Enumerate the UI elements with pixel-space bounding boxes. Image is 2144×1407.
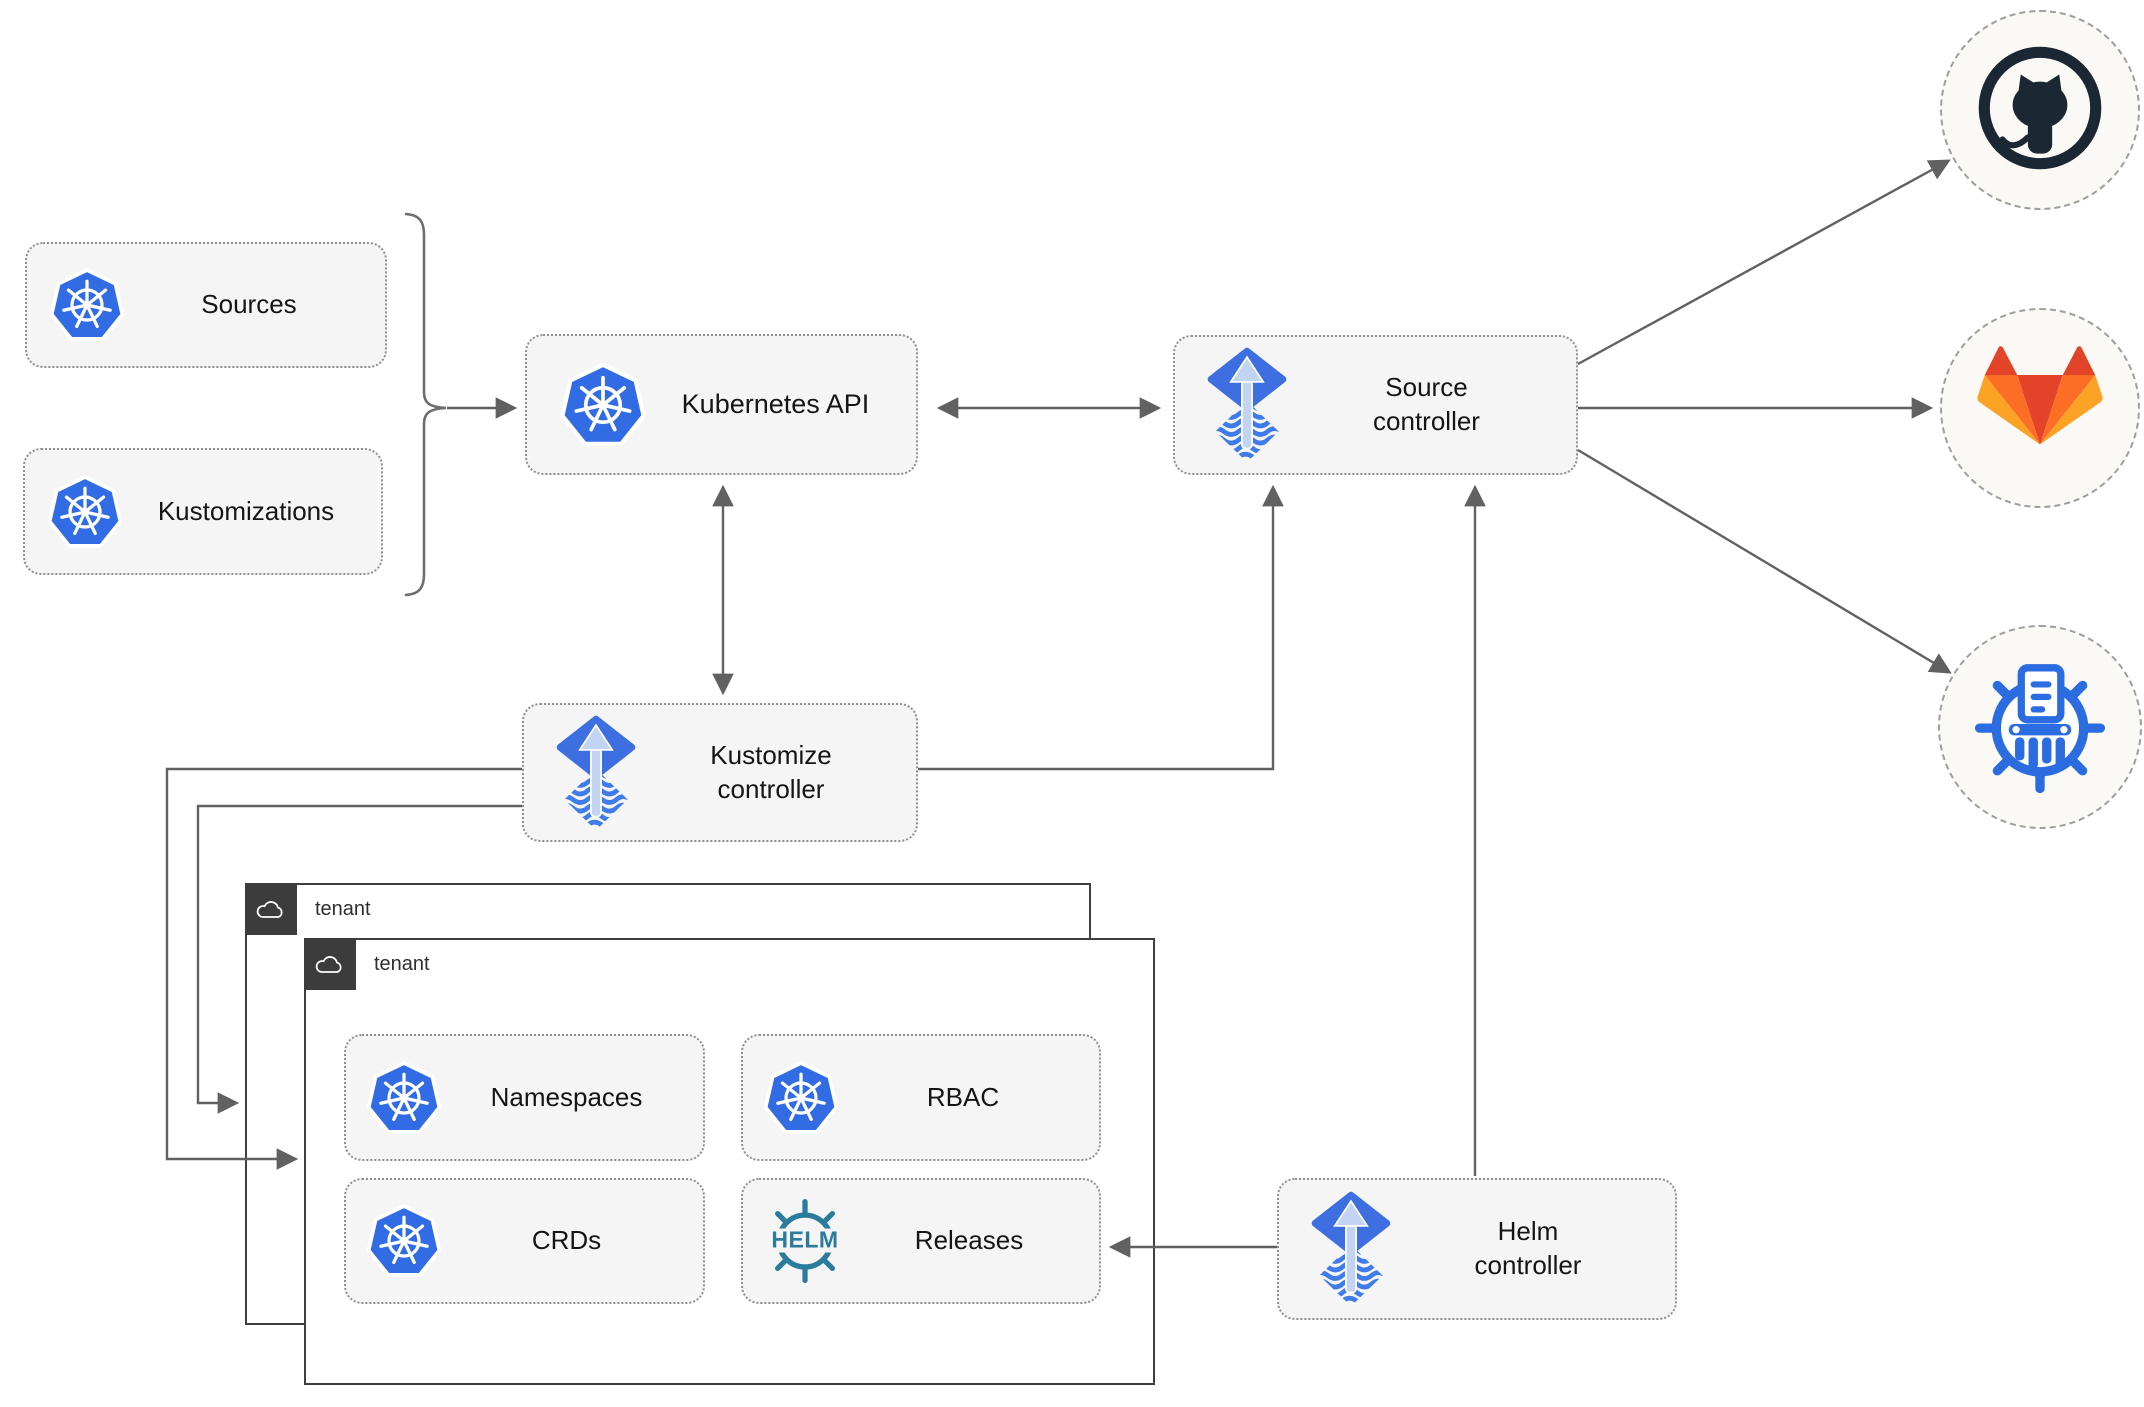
node-kustomizations: Kustomizations xyxy=(23,448,383,575)
label-line1: Source xyxy=(1385,372,1468,403)
kubernetes-icon xyxy=(47,265,127,345)
node-label: CRDs xyxy=(531,1225,602,1256)
node-label: Kustomize controller xyxy=(640,739,916,807)
node-sources: Sources xyxy=(25,242,387,368)
gitlab-icon xyxy=(1977,345,2103,471)
kubernetes-icon xyxy=(364,1058,444,1138)
cloud-icon xyxy=(304,938,356,990)
node-crds: CRDs xyxy=(344,1178,705,1304)
helm-logo-text: HELM xyxy=(771,1227,838,1253)
edge-source-to-github xyxy=(1577,159,1951,366)
node-rbac: RBAC xyxy=(741,1034,1101,1161)
helm-logo-icon: HELM xyxy=(757,1193,853,1289)
node-label: Kubernetes API xyxy=(681,388,870,419)
label-line2: controller xyxy=(1474,1250,1582,1280)
github-icon xyxy=(1964,32,2116,189)
node-kustomize-controller: Kustomize controller xyxy=(522,703,918,842)
node-label: Sources xyxy=(201,289,297,320)
edge-brace-sources-group xyxy=(404,212,447,597)
kubernetes-icon xyxy=(364,1201,444,1281)
cloud-icon xyxy=(245,883,297,935)
registry-endpoint xyxy=(1938,625,2142,829)
node-source-controller: Source controller xyxy=(1173,335,1578,475)
kubernetes-icon xyxy=(557,359,649,451)
github-endpoint xyxy=(1940,10,2140,210)
edge-kustomize-to-source xyxy=(918,484,1284,771)
node-label: Source controller xyxy=(1291,371,1576,439)
kubernetes-icon xyxy=(761,1058,841,1138)
node-releases: HELM Releases xyxy=(741,1178,1101,1304)
tenant-label: tenant xyxy=(374,953,430,975)
label-line1: Helm xyxy=(1497,1216,1559,1247)
tenant-label: tenant xyxy=(315,898,371,920)
node-label: Namespaces xyxy=(490,1081,643,1112)
node-helm-controller: Helm controller xyxy=(1277,1178,1677,1320)
label-line2: controller xyxy=(717,773,825,804)
node-kubernetes-api: Kubernetes API xyxy=(525,334,918,475)
node-label: Kustomizations xyxy=(157,495,335,526)
kubernetes-icon xyxy=(45,472,125,552)
edge-source-to-registry xyxy=(1577,448,1952,674)
node-namespaces: Namespaces xyxy=(344,1034,705,1161)
flux-icon xyxy=(552,714,640,832)
tenant-group-front: tenant xyxy=(304,938,1155,1385)
gitlab-endpoint xyxy=(1940,308,2140,508)
flux-icon xyxy=(1203,346,1291,464)
manifest-registry-icon xyxy=(1962,647,2118,808)
label-line1: Kustomize xyxy=(710,739,832,770)
node-label: RBAC xyxy=(926,1081,1000,1112)
flux-icon xyxy=(1307,1190,1395,1308)
node-label: Helm controller xyxy=(1395,1215,1675,1283)
node-label: Releases xyxy=(914,1225,1024,1256)
label-line2: controller xyxy=(1373,406,1480,436)
